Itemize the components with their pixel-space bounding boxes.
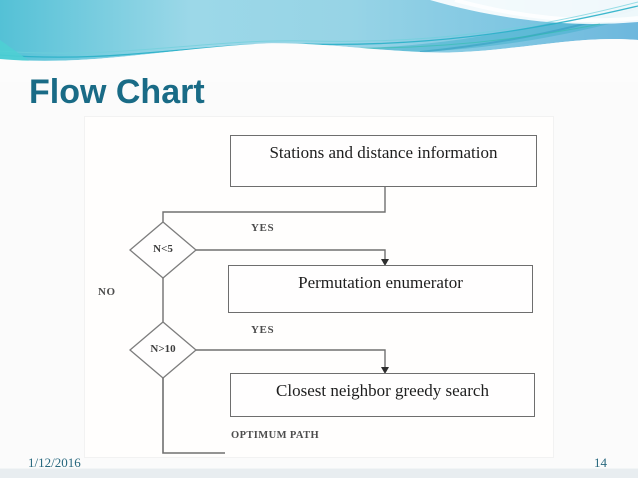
flowchart-box-stations-label: Stations and distance information: [269, 143, 498, 162]
flowchart-box-permutation: Permutation enumerator: [228, 265, 533, 313]
footer-page-number: 14: [594, 455, 607, 470]
flowchart-connectors: [128, 187, 389, 454]
flowchart-diagram: Stations and distance information Permut…: [85, 117, 553, 457]
header-wave-decoration: [0, 0, 638, 82]
flowchart-box-stations: Stations and distance information: [230, 135, 537, 187]
decision-label-n-less-5: N<5: [153, 243, 173, 255]
edge-label-yes-1: YES: [251, 222, 275, 234]
flowchart-box-closest-label: Closest neighbor greedy search: [276, 381, 489, 400]
flowchart-box-closest: Closest neighbor greedy search: [230, 373, 535, 417]
arrowhead-down-1: [381, 259, 389, 266]
edge-label-optimum-path: OPTIMUM PATH: [231, 430, 320, 441]
footer-bar: [0, 468, 638, 478]
decision-label-n-greater-10: N>10: [150, 343, 176, 355]
footer-date: 1/12/2016: [28, 455, 81, 470]
edge-label-no: NO: [98, 286, 116, 298]
edge-label-yes-2: YES: [251, 324, 275, 336]
flowchart-box-permutation-label: Permutation enumerator: [298, 273, 463, 292]
page-title: Flow Chart: [29, 73, 205, 111]
arrowhead-down-2: [381, 367, 389, 374]
